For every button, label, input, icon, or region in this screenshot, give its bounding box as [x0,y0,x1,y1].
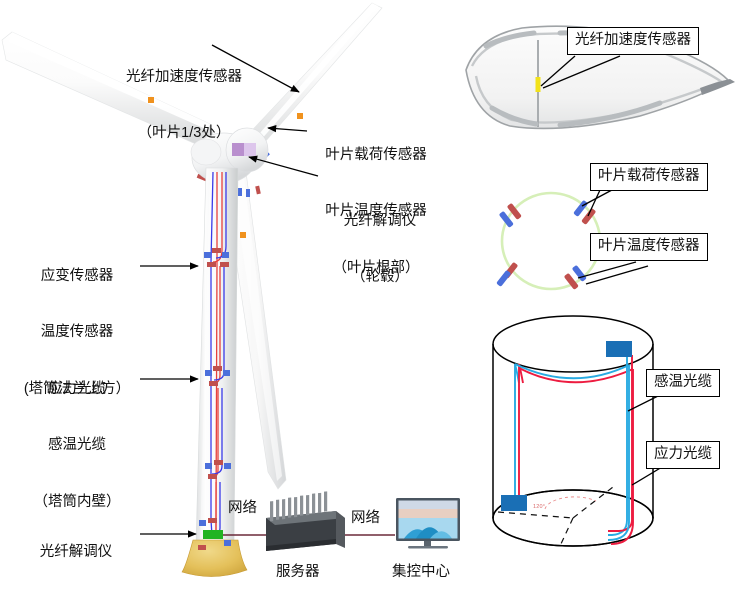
blade-b-accel-sensor-marker [297,113,303,119]
cylinder-angle-label: 120° [533,504,546,510]
cylinder-top-device [606,341,632,357]
cylinder-floor-divisions [497,486,614,547]
leader-blade-root [267,124,308,133]
cylinder-angle-arc [544,496,597,510]
label-accel-sensor: 光纤加速度传感器 （叶片1/3处） [126,68,242,142]
blade-c-accel-sensor-marker [240,232,246,238]
network-link-label-1: 网络 [228,500,257,516]
control-center-caption: 集控中心 [392,564,450,580]
ring-sensor-pair-left [499,203,522,228]
airfoil-accel-sensor-marker [535,77,541,92]
label-tower-wall-cables: 应力光缆 感温光缆 （塔筒内壁） [33,380,121,510]
control-center-tv-icon [396,498,460,549]
server-caption: 服务器 [276,564,320,580]
airfoil-callout-leaders [540,55,621,89]
callout-box-airfoil-accel: 光纤加速度传感器 [567,27,699,55]
callout-box-temp-cable: 感温光缆 [646,369,720,397]
blade-accel-sensor-marker [148,97,154,103]
cylinder-fiber-cables [514,355,634,545]
server-icon [266,491,345,551]
cylinder-callout-leaders [627,384,683,486]
label-blade-root-sensors: 叶片载荷传感器 叶片温度传感器 （叶片根部） [325,146,427,276]
cylinder-bottom-rim [492,489,654,547]
network-link-label-2: 网络 [351,510,380,526]
hub-interrogator-device [232,143,244,156]
callout-box-strain-cable: 应力光缆 [646,441,720,469]
callout-leaders [140,44,319,538]
tower-base-interrogator-device [203,530,223,539]
label-tower-flange-sensors: 应变传感器 温度传感器 (塔筒法兰上方） [23,267,131,397]
label-hub-interrogator: 光纤解调仪 （轮毂） [343,212,417,286]
tower-sensor-markers [198,248,231,550]
hub-interrogator-device-2 [244,143,256,156]
callout-box-ring-load-sensor: 叶片载荷传感器 [590,163,708,191]
ring-sensor-pair-bottom-left [496,262,518,287]
callout-box-ring-temp-sensor: 叶片温度传感器 [590,233,708,261]
label-tower-base-interrogator: 光纤解调仪 （塔筒底部） [39,543,113,560]
leader-hub-interrogator [248,155,319,177]
leader-accel-sensor [211,44,300,93]
cylinder-bottom-device [501,495,527,511]
